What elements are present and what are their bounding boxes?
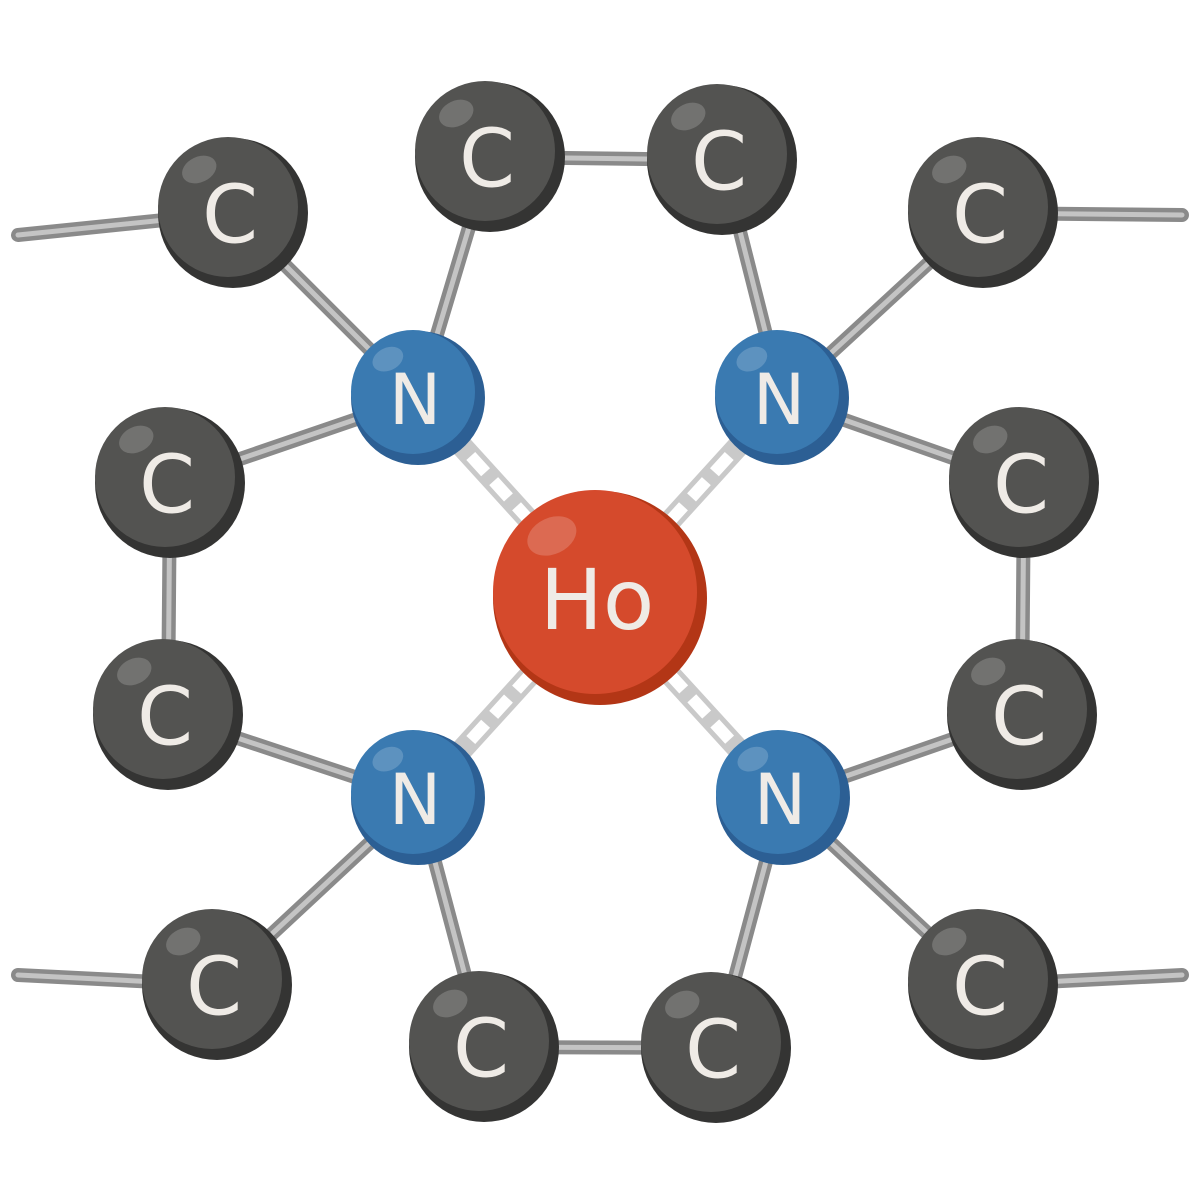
atom-carbon: C <box>908 909 1058 1060</box>
atom-label: C <box>991 671 1047 764</box>
atom-label: Ho <box>540 551 655 649</box>
atom-nitrogen: N <box>351 730 485 865</box>
atom-highlight <box>527 516 577 556</box>
atom-label: N <box>754 759 806 841</box>
atom-sphere <box>142 909 282 1049</box>
atom-sphere <box>949 407 1089 547</box>
atom-highlight <box>166 927 201 956</box>
atom-sphere <box>715 330 839 454</box>
atom-sphere <box>351 730 475 854</box>
atom-holmium: Ho <box>493 490 707 705</box>
atom-highlight <box>439 99 474 128</box>
atom-sphere <box>493 490 697 694</box>
atom-sphere <box>95 407 235 547</box>
atom-carbon: C <box>142 909 292 1060</box>
atom-highlight <box>736 346 768 372</box>
atom-highlight <box>117 657 152 686</box>
atom-nitrogen: N <box>351 330 485 465</box>
atom-nitrogen: N <box>716 730 850 865</box>
atom-label: C <box>691 116 747 209</box>
atom-sphere <box>409 971 549 1111</box>
atom-carbon: C <box>949 407 1099 558</box>
atom-label: N <box>753 359 805 441</box>
atom-label: C <box>453 1003 509 1096</box>
atom-carbon: C <box>641 972 791 1123</box>
atom-highlight <box>671 102 706 131</box>
atom-carbon: C <box>947 639 1097 790</box>
atom-sphere <box>93 639 233 779</box>
atom-label: N <box>389 359 441 441</box>
atom-sphere <box>647 84 787 224</box>
atom-sphere <box>415 81 555 221</box>
atom-label: C <box>137 671 193 764</box>
atom-carbon: C <box>158 137 308 288</box>
atom-sphere <box>908 909 1048 1049</box>
atom-highlight <box>973 425 1008 454</box>
atom-highlight <box>932 155 967 184</box>
atom-label: C <box>202 169 258 262</box>
atom-carbon: C <box>409 971 559 1122</box>
atom-highlight <box>182 155 217 184</box>
atom-highlight <box>119 425 154 454</box>
atom-highlight <box>737 746 769 772</box>
atom-label: C <box>685 1004 741 1097</box>
atom-carbon: C <box>415 81 565 232</box>
atom-label: C <box>952 169 1008 262</box>
atom-sphere <box>641 972 781 1112</box>
atom-sphere <box>908 137 1048 277</box>
atom-highlight <box>372 346 404 372</box>
atom-highlight <box>433 989 468 1018</box>
atom-highlight <box>372 746 404 772</box>
atom-label: C <box>186 941 242 1034</box>
atom-highlight <box>971 657 1006 686</box>
atom-sphere <box>158 137 298 277</box>
atom-carbon: C <box>93 639 243 790</box>
atom-label: N <box>389 759 441 841</box>
atom-carbon: C <box>95 407 245 558</box>
atom-sphere <box>351 330 475 454</box>
atom-label: C <box>139 439 195 532</box>
atom-sphere <box>716 730 840 854</box>
atom-label: C <box>459 113 515 206</box>
atom-carbon: C <box>908 137 1058 288</box>
atom-sphere <box>947 639 1087 779</box>
atom-highlight <box>665 990 700 1019</box>
atom-highlight <box>932 927 967 956</box>
atom-nitrogen: N <box>715 330 849 465</box>
atom-label: C <box>993 439 1049 532</box>
atom-carbon: C <box>647 84 797 235</box>
atom-label: C <box>952 941 1008 1034</box>
